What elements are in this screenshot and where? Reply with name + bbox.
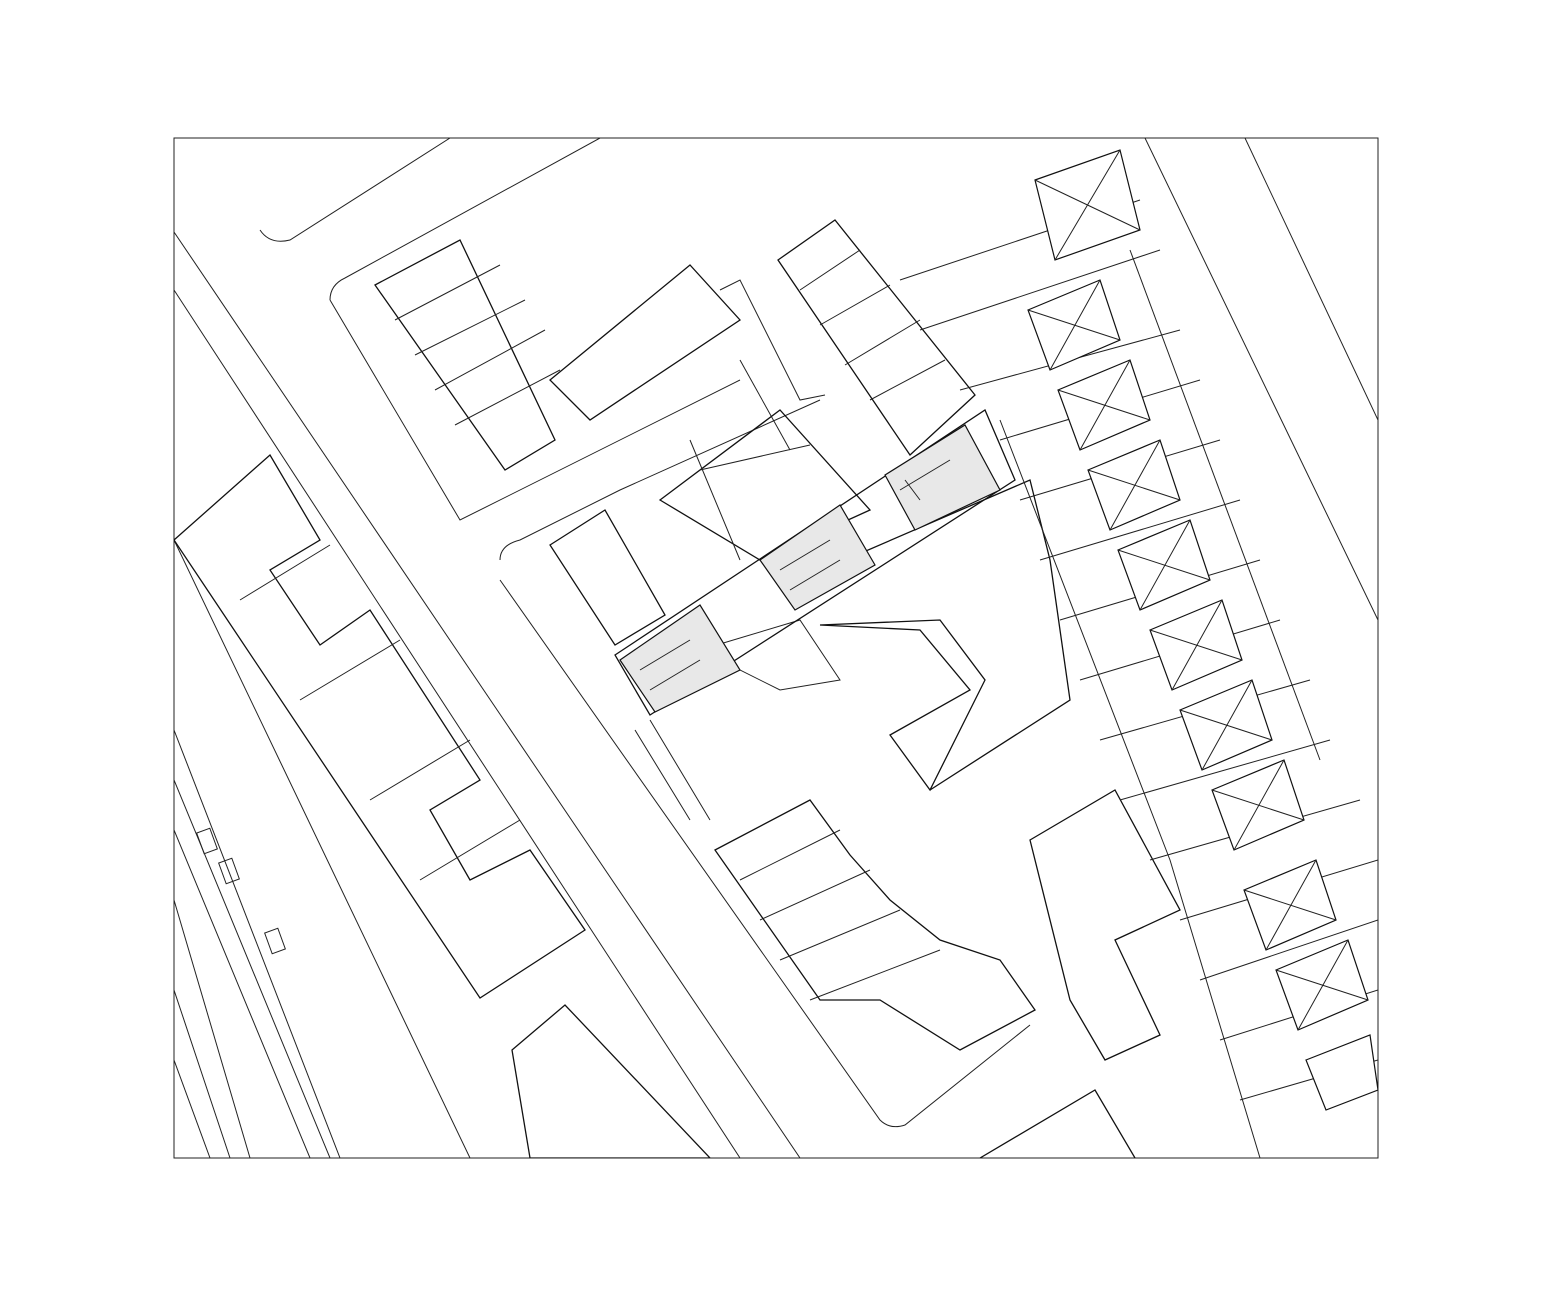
proposed-unit-3 — [884, 424, 1001, 531]
proposed-unit-1 — [619, 604, 741, 713]
proposed-unit-2 — [759, 504, 876, 611]
buildings — [174, 219, 1181, 1158]
drawing-frame — [173, 137, 1379, 1159]
rail-features — [196, 827, 286, 955]
houses — [1027, 149, 1378, 1111]
proposed-building — [614, 409, 1016, 716]
